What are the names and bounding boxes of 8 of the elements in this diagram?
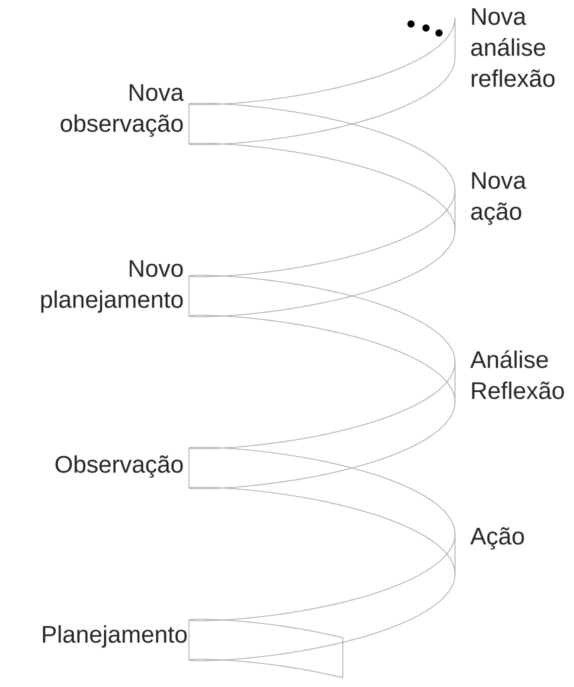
step-label: Nova observação bbox=[60, 84, 184, 137]
step-label: Observação bbox=[56, 455, 183, 478]
step-label: Análise Reflexão bbox=[470, 350, 564, 400]
step-label: Nova análise reflexão bbox=[471, 8, 555, 87]
step-label: Novo planejamento bbox=[41, 260, 183, 313]
step-label: Nova ação bbox=[471, 172, 526, 225]
step-label: Planejamento bbox=[43, 625, 187, 648]
step-label: Ação bbox=[470, 527, 524, 550]
